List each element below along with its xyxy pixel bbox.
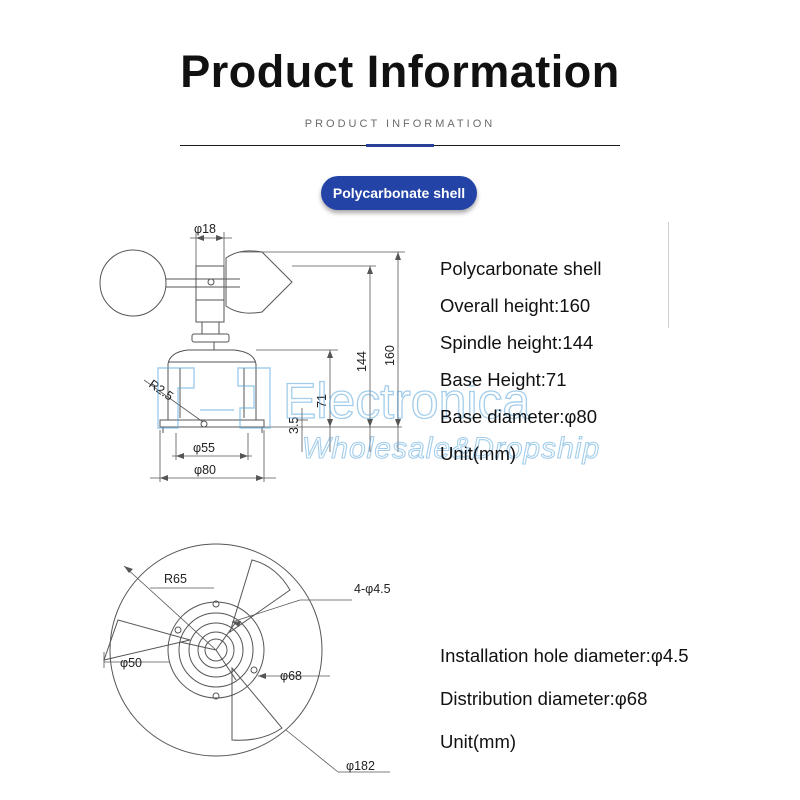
spec-overall-height: Overall height:160: [440, 295, 591, 316]
dim-144: 144: [355, 351, 369, 372]
dim-phi80: φ80: [194, 463, 216, 477]
spec-base-diameter: Base diameter:φ80: [440, 406, 597, 427]
side-view-arrows: [160, 235, 401, 481]
dim-holes: 4-φ4.5: [354, 582, 391, 596]
page-title: Product Information: [180, 46, 620, 97]
spec-hole-diameter: Installation hole diameter:φ4.5: [440, 645, 689, 666]
dim-160: 160: [383, 345, 397, 366]
side-view-drawing: [99, 249, 293, 433]
blade-upper: [229, 559, 291, 634]
watermark-tagline: Wholesale&Dropship: [302, 432, 600, 465]
blade-lower: [231, 666, 283, 741]
dim-71: 71: [315, 394, 329, 408]
spec-divider: [668, 222, 669, 328]
blade-left: [103, 619, 191, 661]
section-badge: Polycarbonate shell: [321, 176, 477, 210]
side-view-spec-list: Polycarbonate shell Overall height:160 S…: [440, 254, 601, 476]
top-view-spec-list: Installation hole diameter:φ4.5 Distribu…: [440, 641, 689, 770]
spec-spindle-height: Spindle height:144: [440, 332, 594, 353]
dim-phi50: φ50: [120, 656, 142, 670]
page-subtitle: PRODUCT INFORMATION: [304, 118, 496, 130]
top-view-dimensions: [103, 565, 390, 773]
spec-unit: Unit(mm): [440, 443, 517, 464]
top-view-arrows: [124, 566, 266, 679]
dim-r65: R65: [164, 572, 187, 586]
watermark-logo-icon: [157, 367, 271, 429]
dim-phi18: φ18: [194, 222, 216, 236]
dim-phi182: φ182: [346, 759, 375, 773]
left-cup: [99, 249, 167, 317]
watermark: Electronica Wholesale&Dropship: [157, 367, 600, 466]
outer-sweep-circle: [109, 543, 323, 757]
right-cup: [225, 250, 293, 314]
spec-unit-2: Unit(mm): [440, 731, 517, 752]
title-divider-accent: [366, 144, 434, 147]
dim-3-5: 3.5: [287, 417, 301, 434]
side-view-dimensions: [143, 232, 405, 482]
spec-material: Polycarbonate shell: [440, 258, 602, 279]
dim-phi55: φ55: [193, 441, 215, 455]
spec-distribution-diameter: Distribution diameter:φ68: [440, 688, 648, 709]
top-view-drawing: [103, 543, 323, 757]
spec-base-height: Base Height:71: [440, 369, 567, 390]
dim-phi68: φ68: [280, 669, 302, 683]
watermark-brand: Electronica: [283, 373, 531, 429]
